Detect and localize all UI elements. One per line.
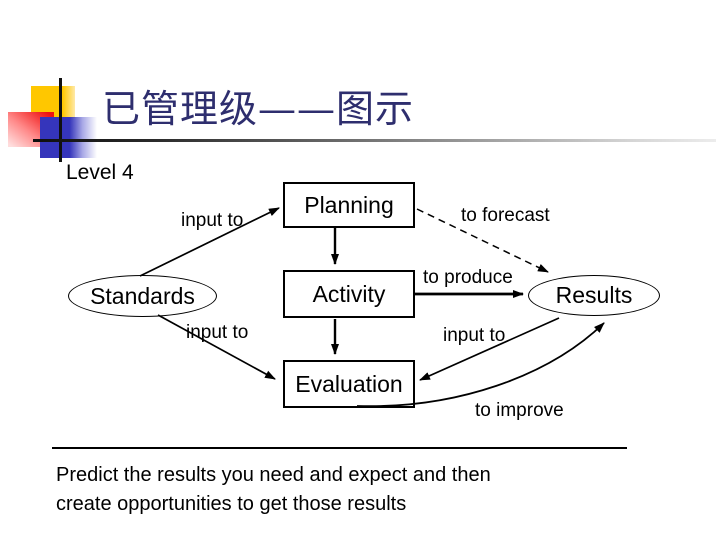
edge-label-standards-to-planning: input to	[181, 210, 244, 231]
node-planning-label: Planning	[304, 191, 394, 218]
node-activity-label: Activity	[312, 280, 386, 307]
edge-label-standards-to-evaluation: input to	[186, 322, 249, 343]
footer-note-line2: create opportunities to get those result…	[56, 493, 407, 515]
level-label: Level 4	[66, 161, 134, 184]
node-results: Results	[528, 275, 660, 316]
edge-label-activity-to-results: to produce	[423, 267, 513, 288]
node-planning: Planning	[283, 182, 415, 228]
footer-note: Predict the results you need and expect …	[56, 461, 491, 519]
node-evaluation-label: Evaluation	[295, 370, 403, 397]
footer-note-line1: Predict the results you need and expect …	[56, 464, 491, 486]
edge-label-planning-to-results: to forecast	[461, 205, 550, 226]
node-standards: Standards	[68, 275, 217, 317]
node-standards-label: Standards	[90, 282, 195, 309]
node-activity: Activity	[283, 270, 415, 318]
page-title: 已管理级——图示	[102, 87, 415, 131]
node-evaluation: Evaluation	[283, 360, 415, 408]
title-underline-rule	[33, 139, 716, 142]
node-results-label: Results	[555, 282, 633, 308]
footer-divider-line	[52, 447, 627, 449]
logo-vertical-line	[59, 78, 62, 162]
logo-blue-square	[40, 117, 97, 158]
edge-label-evaluation-to-results: to improve	[475, 400, 564, 421]
edge-label-results-to-evaluation: input to	[443, 325, 506, 346]
